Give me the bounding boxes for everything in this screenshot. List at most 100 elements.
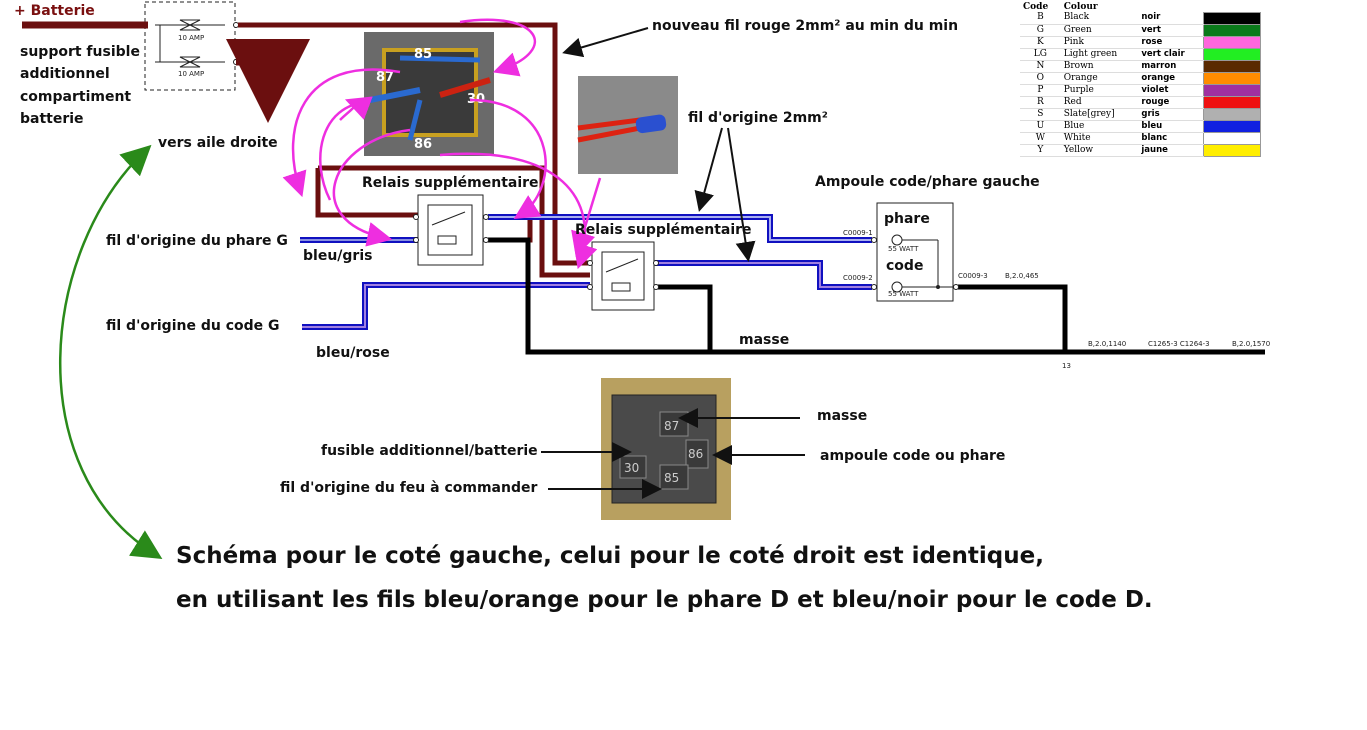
label-masse-2: masse <box>817 408 868 424</box>
colour-name: Red <box>1060 96 1139 109</box>
colour-name: White <box>1060 132 1139 145</box>
colour-swatch <box>1203 83 1261 97</box>
label-fil-origine-2mm: fil d'origine 2mm² <box>688 110 828 126</box>
colour-swatch <box>1203 71 1261 85</box>
colour-swatch <box>1203 107 1261 121</box>
colour-name-fr: noir <box>1138 12 1204 25</box>
annotation-arrows <box>541 27 805 499</box>
colour-swatch <box>1203 35 1261 49</box>
label-support-fusible-4: batterie <box>20 111 84 127</box>
splice-label: 13 <box>1062 362 1071 370</box>
colour-name-fr: vert <box>1138 24 1204 37</box>
colour-code: R <box>1020 96 1061 109</box>
label-relais2: Relais supplémentaire <box>575 222 752 238</box>
colour-name: Brown <box>1060 60 1139 73</box>
colour-name-fr: orange <box>1138 72 1204 85</box>
ground-wires <box>488 237 1265 355</box>
colour-code: K <box>1020 36 1061 49</box>
wire-relais1-phare <box>488 214 872 243</box>
label-ampoule-code-phare: ampoule code ou phare <box>820 448 1006 464</box>
label-relais1: Relais supplémentaire <box>362 175 539 191</box>
colour-name: Light green <box>1060 48 1139 61</box>
colour-name: Pink <box>1060 36 1139 49</box>
colour-name-fr: rouge <box>1138 96 1204 109</box>
photo-pin-85: 85 <box>414 47 432 62</box>
colour-name-fr: violet <box>1138 84 1204 97</box>
label-support-fusible-2: additionnel <box>20 66 110 82</box>
colour-name: Orange <box>1060 72 1139 85</box>
label-masse: masse <box>739 332 790 348</box>
connector-c3: C0009-3 <box>958 272 988 280</box>
label-fil-code: fil d'origine du code G <box>106 318 280 334</box>
label-support-fusible-3: compartiment <box>20 89 132 105</box>
photo2-pin-30: 30 <box>624 461 639 475</box>
colour-swatch <box>1203 131 1261 145</box>
colour-table-header-colour: Colour <box>1063 2 1098 12</box>
colour-code: P <box>1020 84 1061 97</box>
label-fusible-batterie: fusible additionnel/batterie <box>321 443 538 459</box>
fuse-box: 10 AMP 10 AMP <box>144 1 239 91</box>
colour-name: Blue <box>1060 120 1139 133</box>
watt-label-2: 55 WATT <box>888 290 919 298</box>
wire-code-1570: B,2.0,1570 <box>1232 340 1270 348</box>
colour-code: G <box>1020 24 1061 37</box>
colour-code: O <box>1020 72 1061 85</box>
label-support-fusible-1: support fusible <box>20 44 140 60</box>
fuse-label-1: 10 AMP <box>178 34 204 42</box>
footer-line-2: en utilisant les fils bleu/orange pour l… <box>176 587 1153 613</box>
lamp-box: 55 WATT 55 WATT <box>871 202 959 302</box>
colour-table-header-code: Code <box>1023 2 1049 12</box>
relais2-symbol <box>587 241 659 311</box>
label-vers-aile: vers aile droite <box>158 135 278 151</box>
wire-code-465: B,2.0,465 <box>1005 272 1039 280</box>
colour-name: Purple <box>1060 84 1139 97</box>
photo2-pin-85: 85 <box>664 471 679 485</box>
colour-swatch <box>1203 11 1261 25</box>
connector-c1: C0009-1 <box>843 229 873 237</box>
colour-name-fr: bleu <box>1138 120 1204 133</box>
label-batterie: + Batterie <box>14 3 95 19</box>
colour-code: U <box>1020 120 1061 133</box>
colour-name: Green <box>1060 24 1139 37</box>
watt-label-1: 55 WATT <box>888 245 919 253</box>
colour-name: Slate[grey] <box>1060 108 1139 121</box>
relais1-symbol <box>413 194 489 266</box>
colour-code: W <box>1020 132 1061 145</box>
fuse-label-2: 10 AMP <box>178 70 204 78</box>
green-curved-arrow <box>59 144 163 559</box>
colour-name-fr: jaune <box>1138 144 1204 157</box>
photo2-pin-87: 87 <box>664 419 679 433</box>
colour-name: Yellow <box>1060 144 1139 157</box>
magenta-arrows <box>282 18 602 270</box>
colour-swatch <box>1203 47 1261 61</box>
colour-name-fr: rose <box>1138 36 1204 49</box>
colour-name-fr: vert clair <box>1138 48 1204 61</box>
label-fil-phare: fil d'origine du phare G <box>106 233 288 249</box>
label-bleu-rose: bleu/rose <box>316 345 390 361</box>
colour-code: LG <box>1020 48 1061 61</box>
wire-bleu-rose <box>302 282 590 330</box>
label-phare: phare <box>884 211 930 227</box>
photo-pin-86: 86 <box>414 137 432 152</box>
colour-swatch <box>1203 95 1261 109</box>
label-fil-feu: fil d'origine du feu à commander <box>280 480 538 496</box>
colour-name: Black <box>1060 12 1139 25</box>
colour-swatch <box>1203 23 1261 37</box>
battery-wires <box>22 21 310 123</box>
colour-swatch <box>1203 59 1261 73</box>
colour-name-fr: gris <box>1138 108 1204 121</box>
colour-code: S <box>1020 108 1061 121</box>
colour-swatch <box>1203 143 1261 157</box>
photo-pin-87: 87 <box>376 70 394 85</box>
